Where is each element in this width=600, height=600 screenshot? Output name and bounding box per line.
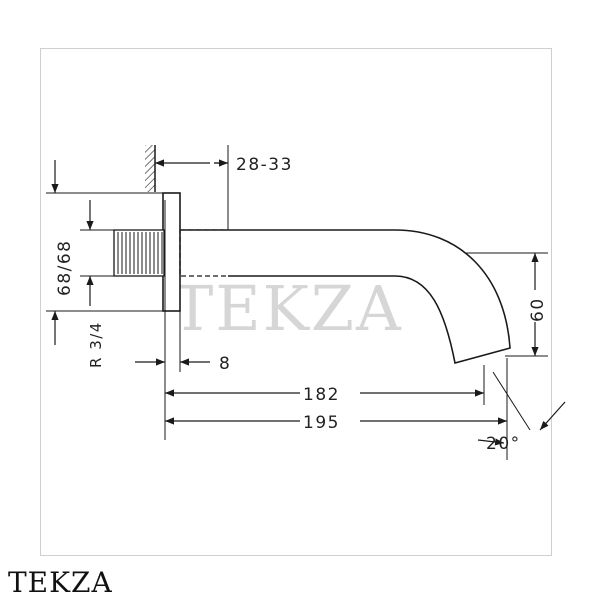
dimension-arrows <box>51 159 566 446</box>
threaded-connector <box>113 229 229 277</box>
spout-body <box>180 229 511 364</box>
drawing-frame <box>40 48 552 556</box>
dim-outlet-angle: 20° <box>486 434 521 454</box>
dim-thread: R 3/4 <box>87 321 105 368</box>
dim-rosette-diameter: 68/68 <box>55 240 75 297</box>
watermark-text: TEKZA <box>172 272 403 345</box>
rosette-plate <box>162 192 181 312</box>
dim-spout-height: 60 <box>528 297 548 322</box>
dim-projection-inner: 182 <box>303 385 340 405</box>
dim-rosette-thickness: 8 <box>219 354 231 374</box>
dim-wall-depth: 28-33 <box>236 155 293 175</box>
wall <box>145 145 156 192</box>
brand-logo-text: TEKZA <box>8 566 113 599</box>
dim-projection-total: 195 <box>303 413 340 433</box>
